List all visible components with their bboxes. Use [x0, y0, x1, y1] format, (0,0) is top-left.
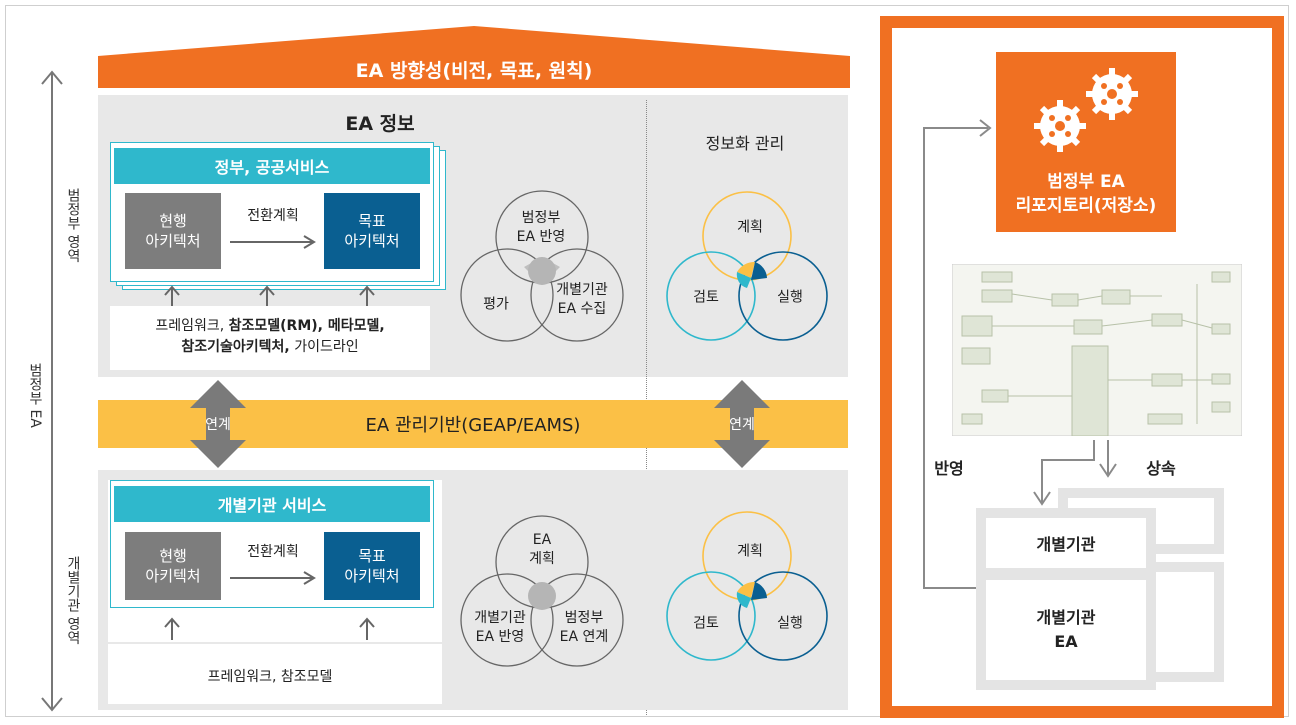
foundation-bold-text-1: 참조모델(RM), 메타모델, [228, 318, 385, 334]
upper-foundation-line2: 참조기술아키텍처, 가이드라인 [110, 337, 430, 358]
upper-transition-arrow [230, 235, 316, 249]
upper-foundation-line1: 프레임워크, 참조모델(RM), 메타모델, [110, 316, 430, 337]
lower-info-left: 검토 [693, 615, 719, 632]
axis-label-agency-area: 개별기관 영역 [65, 555, 81, 645]
upper-transition-label: 전환계획 [247, 208, 299, 224]
reflect-label: 반영 [934, 459, 964, 478]
upper-info-top: 계획 [737, 219, 763, 236]
upper-info-cycle [666, 191, 828, 341]
upper-foundation-box: 프레임워크, 참조모델(RM), 메타모델, 참조기술아키텍처, 가이드라인 [110, 306, 430, 370]
foundation-bold-text-2: 참조기술아키텍처, [181, 339, 290, 355]
upper-up-arrows [164, 285, 375, 308]
repository-box [996, 52, 1176, 232]
lower-info-cycle [666, 511, 828, 661]
top-banner-shape [98, 26, 850, 88]
lower-info-top: 계획 [737, 543, 763, 560]
repository-schematic [952, 264, 1242, 436]
gears-icon [1034, 68, 1138, 152]
lower-target-architecture: 목표 아키텍처 [324, 532, 420, 600]
axis-label-government-area: 범정부 영역 [65, 187, 81, 263]
lower-cycle-left: 개별기관 EA 반영 [474, 610, 526, 645]
ea-info-title: EA 정보 [345, 112, 415, 135]
link-label-left: 연계 [205, 417, 231, 433]
upper-cycle-top: 범정부 EA 반영 [516, 210, 566, 245]
lower-separator [108, 642, 442, 644]
government-service-title: 정부, 공공서비스 [114, 148, 430, 184]
lower-cycle-right: 범정부 EA 연계 [559, 610, 609, 645]
lower-foundation-box: 프레임워크, 참조모델 [207, 669, 333, 685]
agency-box: 개별기관 [976, 508, 1156, 578]
upper-cycle-right: 개별기관 EA 수집 [556, 282, 608, 317]
foundation-framework-text: 프레임워크, [155, 318, 229, 334]
lower-ea-cycle [460, 515, 624, 667]
link-label-right: 연계 [729, 417, 755, 433]
repository-title: 범정부 EA 리포지토리(저장소) [1015, 172, 1157, 216]
diagram-frame [5, 5, 1289, 717]
info-mgmt-title: 정보화 관리 [705, 134, 785, 153]
upper-target-architecture: 목표 아키텍처 [324, 193, 420, 269]
lower-cycle-top: EA 계획 [529, 532, 555, 567]
lower-transition-arrow [230, 571, 316, 585]
repository-connectors [923, 119, 1117, 589]
upper-info-left: 검토 [693, 289, 719, 306]
lower-transition-label: 전환계획 [247, 544, 299, 560]
upper-ea-cycle [460, 190, 624, 342]
agency-ea-box: 개별기관 EA [976, 570, 1156, 690]
upper-info-right: 실행 [777, 289, 803, 306]
foundation-guideline-text: 가이드라인 [289, 339, 359, 355]
lower-up-arrows [164, 617, 375, 640]
lower-info-right: 실행 [777, 615, 803, 632]
vertical-axis-arrow [41, 70, 63, 712]
link-arrow-left [190, 380, 246, 468]
upper-cycle-left: 평가 [483, 296, 509, 313]
lower-current-architecture: 현행 아키텍처 [125, 532, 221, 600]
agency-service-title: 개별기관 서비스 [114, 486, 430, 522]
top-banner-text: EA 방향성(비전, 목표, 원칙) [355, 59, 593, 82]
axis-label-government-ea: 범정부 EA [27, 362, 43, 428]
link-arrow-right [714, 380, 770, 468]
inherit-label: 상속 [1146, 459, 1176, 478]
upper-current-architecture: 현행 아키텍처 [125, 193, 221, 269]
